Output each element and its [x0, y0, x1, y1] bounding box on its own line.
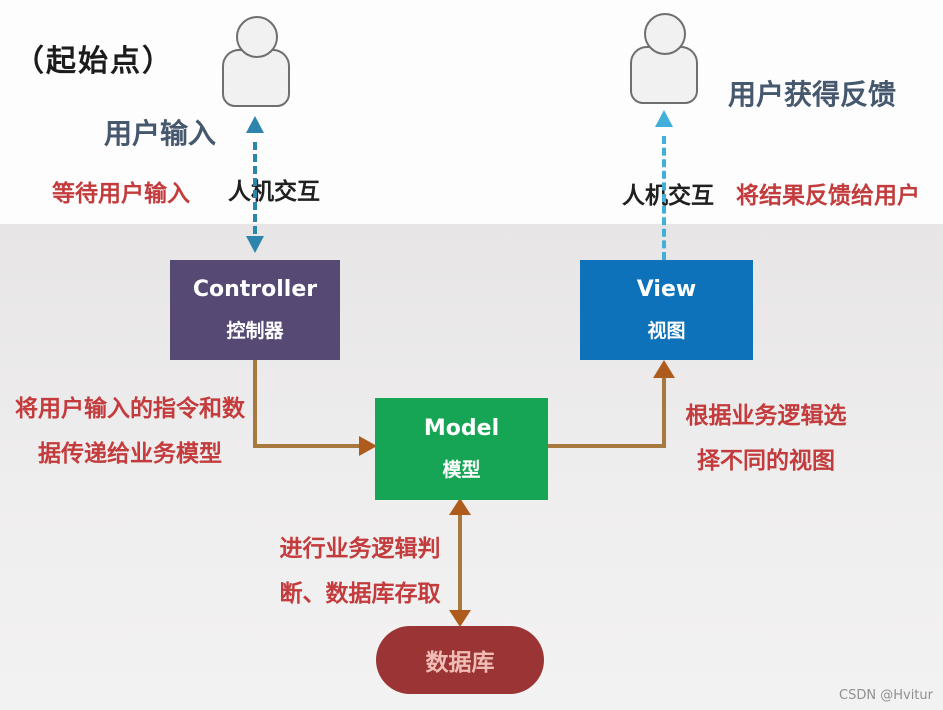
arrowhead-up-icon: [449, 498, 471, 515]
controller-title: Controller: [192, 277, 318, 302]
view-node: View 视图: [580, 260, 753, 360]
arrowhead-down-icon: [246, 236, 264, 253]
note-line: 根据业务逻辑选: [685, 403, 847, 429]
note-line: 据传递给业务模型: [38, 441, 222, 467]
note-line: 进行业务逻辑判: [279, 536, 441, 562]
result-to-user-label: 将结果反馈给用户: [736, 183, 920, 209]
user-icon: [630, 13, 700, 104]
arrowhead-up-icon: [655, 110, 673, 127]
view-user-dashed-link: [662, 136, 666, 260]
note-line: 将用户输入的指令和数: [15, 396, 245, 422]
start-point-label: （起始点）: [14, 44, 174, 79]
controller-subtitle: 控制器: [226, 320, 284, 342]
view-subtitle: 视图: [647, 320, 686, 342]
database-node: 数据库: [376, 626, 544, 694]
model-to-view-connector: [548, 444, 666, 448]
model-to-view-connector: [662, 376, 666, 448]
user-controller-dashed-link: [253, 142, 257, 234]
user-feedback-label: 用户获得反馈: [728, 78, 897, 111]
controller-to-model-connector: [253, 360, 257, 448]
arrowhead-right-icon: [359, 436, 377, 456]
controller-node: Controller 控制器: [170, 260, 340, 360]
note-line: 择不同的视图: [697, 448, 835, 474]
wait-user-input-label: 等待用户输入: [52, 181, 190, 207]
model-db-connector: [458, 514, 462, 612]
controller-to-model-connector: [253, 444, 361, 448]
model-to-view-note: 根据业务逻辑选 择不同的视图: [678, 394, 854, 484]
database-label: 数据库: [425, 650, 495, 676]
user-icon: [222, 16, 292, 107]
arrowhead-up-icon: [246, 116, 264, 133]
model-to-db-note: 进行业务逻辑判 断、数据库存取: [270, 527, 450, 617]
view-title: View: [636, 277, 697, 302]
user-icon-head: [644, 13, 686, 55]
arrowhead-down-icon: [449, 610, 471, 627]
model-subtitle: 模型: [442, 459, 481, 481]
user-input-label: 用户输入: [104, 117, 217, 150]
model-title: Model: [423, 416, 500, 441]
model-node: Model 模型: [375, 398, 548, 500]
hci-right-label: 人机交互: [622, 183, 714, 209]
user-icon-torso: [630, 46, 698, 104]
note-line: 断、数据库存取: [279, 581, 441, 607]
user-icon-head: [236, 16, 278, 58]
arrowhead-up-icon: [653, 360, 675, 378]
hci-left-label: 人机交互: [228, 179, 320, 205]
watermark: CSDN @Hvitur: [839, 688, 933, 703]
controller-to-model-note: 将用户输入的指令和数 据传递给业务模型: [4, 387, 256, 477]
